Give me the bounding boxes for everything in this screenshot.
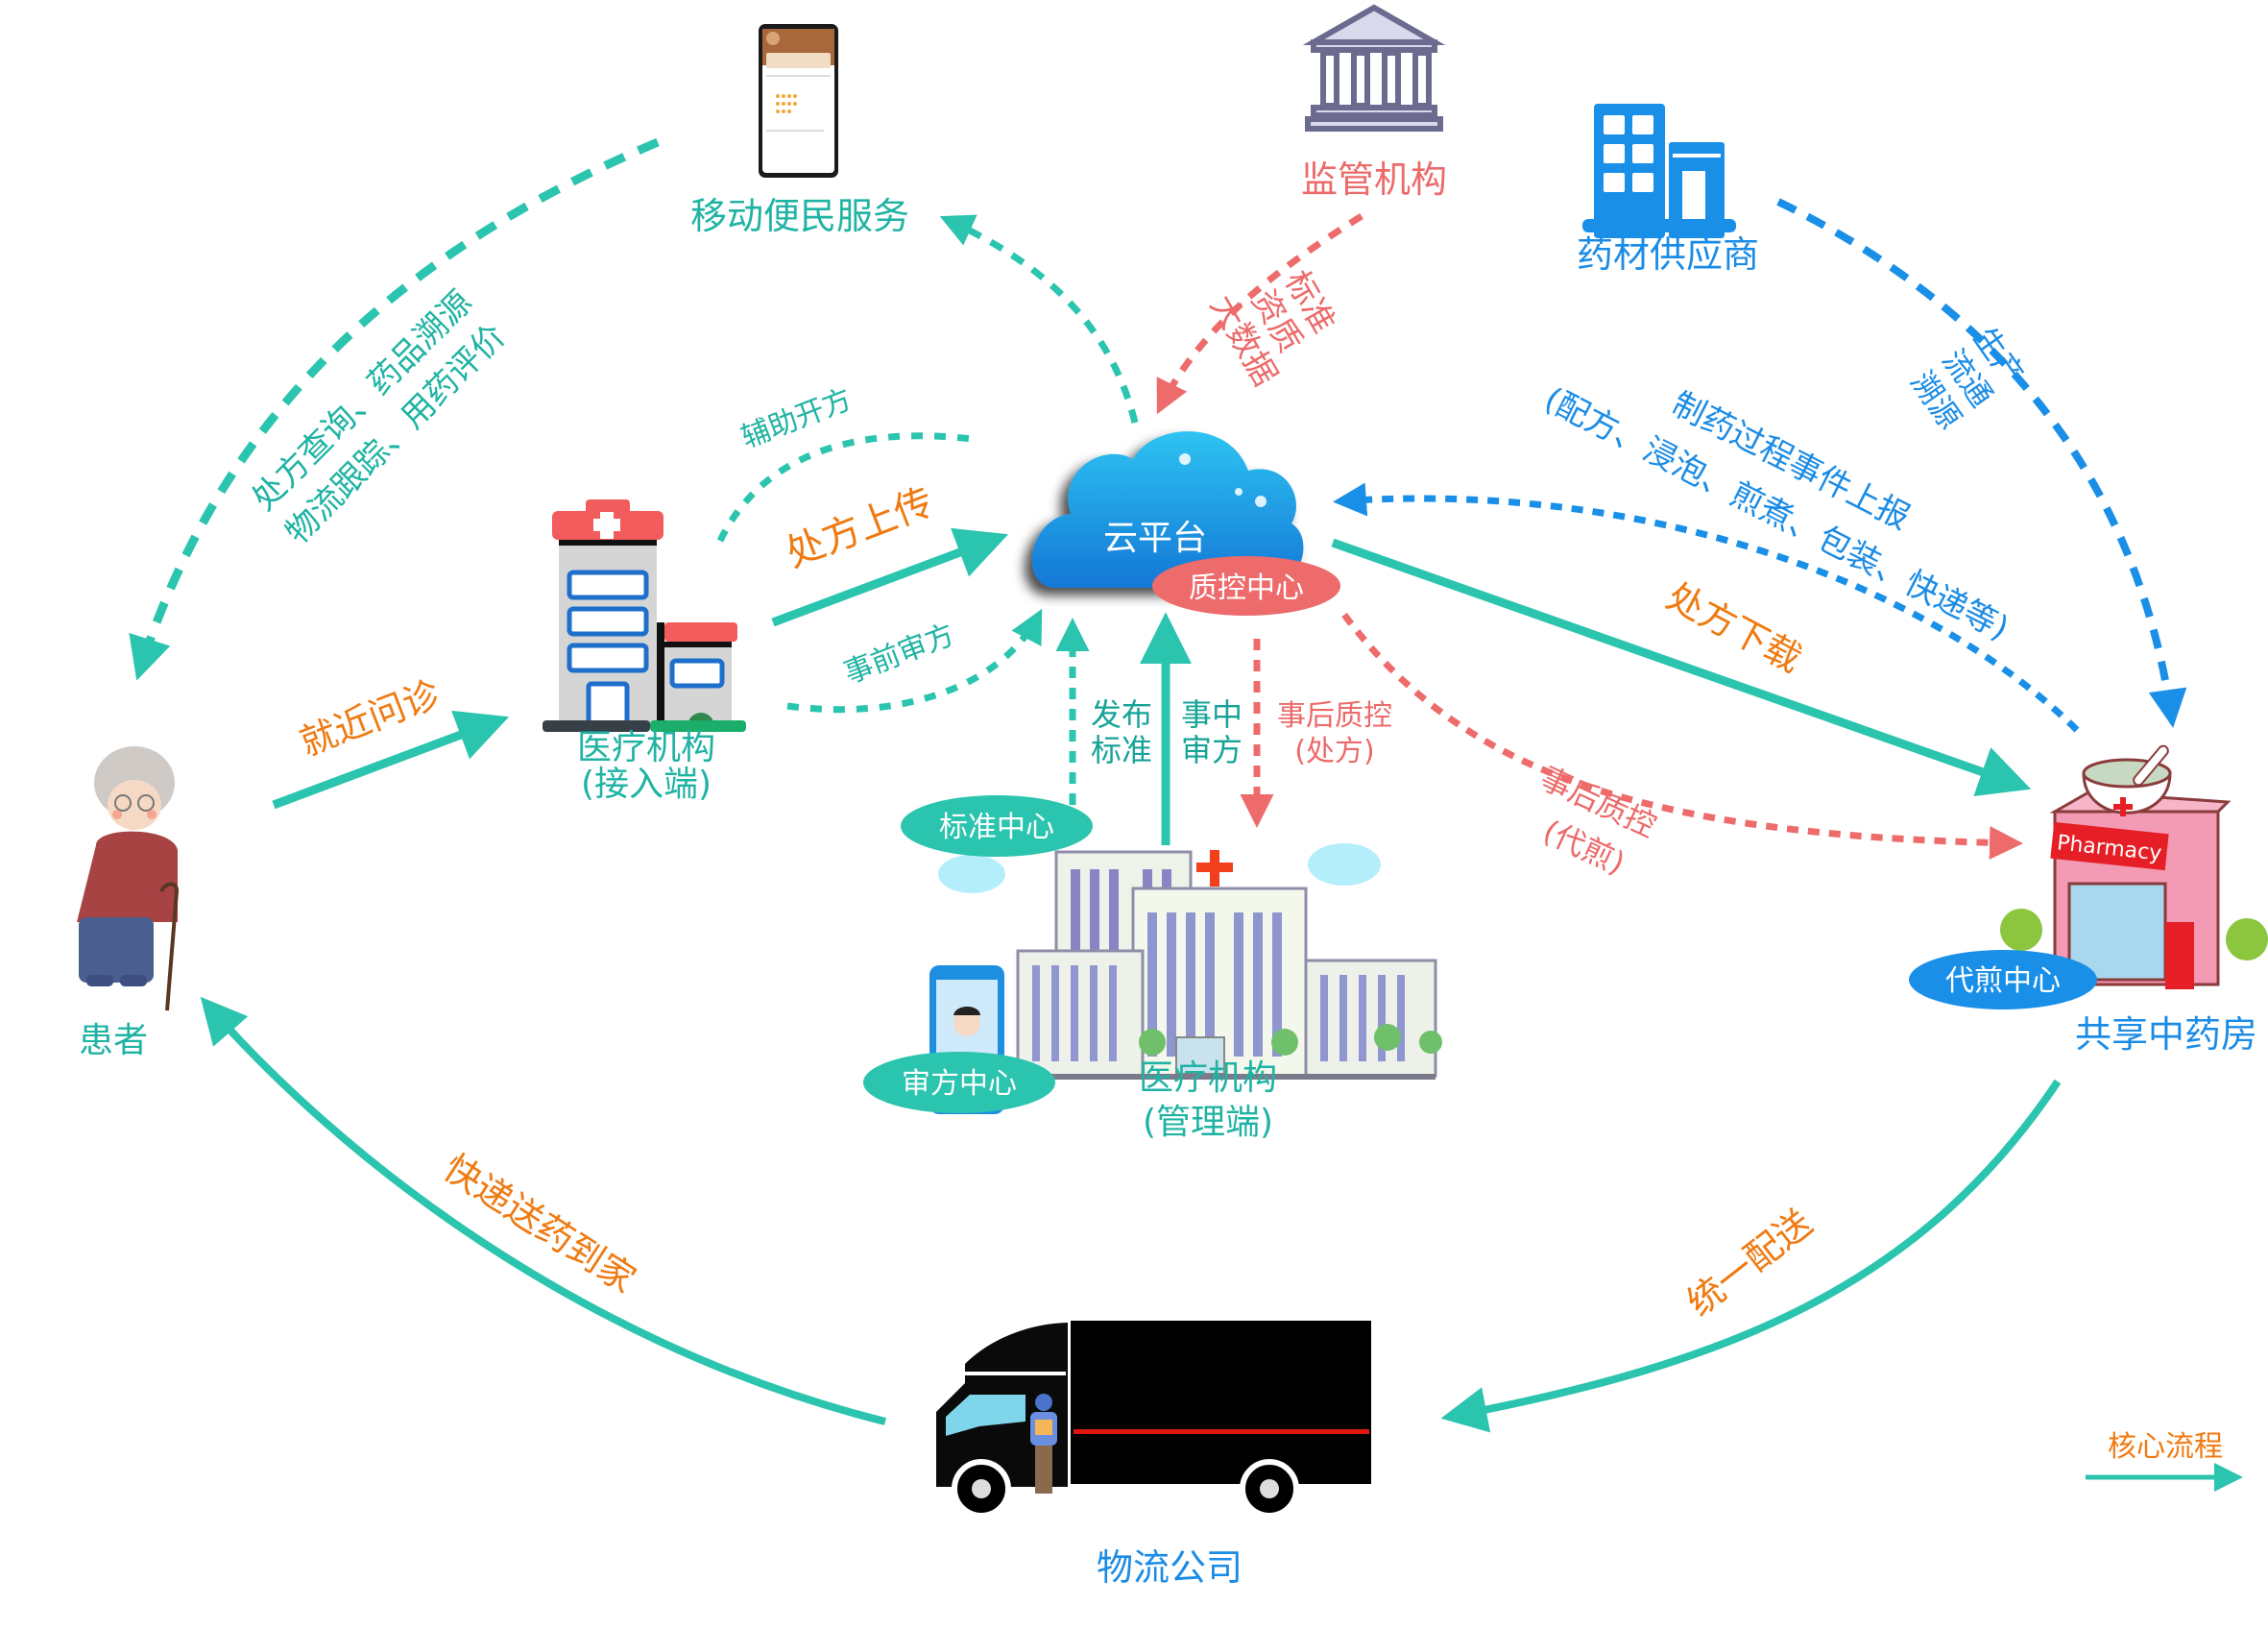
mid-review-label-line2: 审方	[1181, 732, 1243, 768]
supplier-label: 药材供应商	[1577, 233, 1759, 276]
mobile-service-label: 移动便民服务	[690, 195, 909, 237]
cloud-to-mobile-arrow	[939, 214, 1139, 424]
legend-label: 核心流程	[2108, 1430, 2223, 1464]
decoction-center-label: 代煎中心	[1945, 964, 2061, 998]
pre-review-label: 事前审方	[839, 618, 959, 691]
upload-label: 处方上传	[780, 480, 939, 576]
assist-prescribing-arc	[716, 432, 980, 543]
upload-prescription-arrow	[771, 527, 1009, 627]
government-building-icon	[1302, 4, 1446, 132]
delivery-truck-icon	[936, 1321, 1371, 1519]
logistics-label: 物流公司	[1097, 1546, 1243, 1589]
pharmacy-label: 共享中药房	[2075, 1013, 2257, 1056]
hospital-admin-label-line2: (管理端)	[1143, 1103, 1273, 1142]
post-qc-rx-label-line2: (处方)	[1294, 735, 1374, 768]
patient-label: 患者	[79, 1021, 148, 1060]
standard-center-badge	[901, 795, 1093, 857]
assist-label: 辅助开方	[736, 382, 857, 455]
pharmacy-icon: Pharmacy	[2000, 744, 2268, 989]
legend: 核心流程	[2086, 1430, 2243, 1492]
clinic-label-line2: (接入端)	[581, 765, 712, 804]
elderly-patient-icon	[77, 746, 179, 1011]
qc-center-label: 质控中心	[1189, 571, 1304, 605]
post-qc-rx-label-line1: 事后质控	[1277, 699, 1392, 733]
supplier-to-pharmacy-arrow	[1776, 198, 2187, 728]
home-delivery-arrow	[200, 996, 886, 1425]
hospital-icon	[543, 499, 746, 732]
pharmacy-report-to-cloud-arrow	[1333, 482, 2080, 733]
visit-arrow	[272, 710, 510, 810]
mid-review-label-line1: 事中	[1181, 696, 1243, 733]
review-center-label: 审方中心	[902, 1067, 1017, 1101]
supplier-flow-label: 生产 流通 溯源	[1903, 321, 2031, 436]
publish-label-line2: 标准	[1091, 732, 1152, 768]
dispatch-arrow	[1440, 1079, 2062, 1433]
download-prescription-arrow	[1331, 538, 2032, 797]
regulator-label: 监管机构	[1301, 158, 1447, 201]
decoction-center-badge	[1909, 950, 2097, 1009]
standard-center-label: 标准中心	[939, 811, 1054, 844]
review-center-badge	[863, 1052, 1055, 1113]
mobile-phone-icon	[759, 24, 838, 178]
post-qc-decoction-arrow	[1341, 612, 2023, 860]
publish-label-line1: 发布	[1091, 696, 1152, 733]
hospital-complex-icon	[938, 843, 1442, 1080]
hospital-admin-label-line1: 医疗机构	[1139, 1058, 1277, 1098]
office-building-icon	[1582, 104, 1736, 238]
clinic-label-line1: 医疗机构	[577, 728, 715, 767]
dispatch-label: 统一配送	[1679, 1202, 1821, 1325]
qc-center-badge	[1152, 556, 1340, 616]
cloud-icon	[1031, 431, 1304, 588]
cloud-platform-label: 云平台	[1103, 519, 1207, 558]
mobile-to-patient-arrow	[129, 137, 660, 681]
